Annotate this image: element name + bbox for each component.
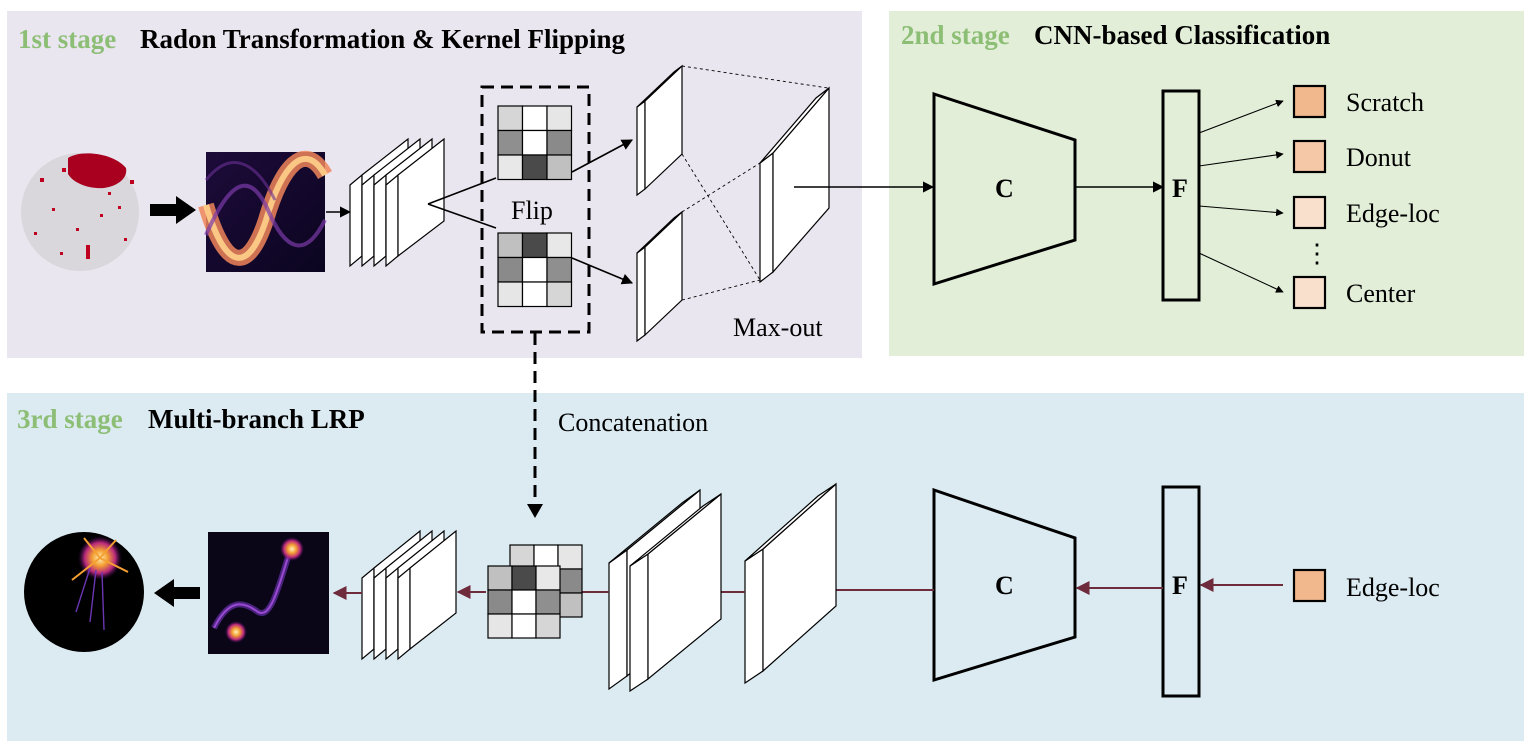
conv-block-label-stage3: C [995,571,1014,600]
conv-block-label: C [995,174,1014,203]
kernel-cell [546,105,573,132]
kernel-cell [497,129,524,156]
kernel-cell [546,232,573,259]
flip-label: Flip [511,196,553,225]
flip-dashed-box [480,85,591,334]
kernel-cell [533,544,559,570]
lrp-class-box [1292,568,1327,603]
lrp-feature-map-maxout [744,482,837,685]
kernel-cell [521,105,548,132]
kernel-cell [535,565,561,591]
relevance-wafer-map-icon [24,532,144,652]
fc-block-label: F [1172,174,1188,203]
kernel-cell [511,589,537,615]
kernel-concat-front-icon [487,565,561,639]
kernel-cell [546,256,573,283]
arrow-kernel-bottom [571,257,634,285]
kernel-cell [546,154,573,181]
kernel-cell [487,613,513,639]
kernel-cell [535,613,561,639]
lrp-class-label: Edge-loc [1346,573,1440,602]
kernel-cell [497,281,524,308]
kernel-cell [521,154,548,181]
class-box-scratch [1292,84,1327,119]
kernel-cell [557,592,583,618]
lrp-conv-stack [361,529,457,661]
kernel-cell [511,613,537,639]
concat-arrow-head [527,504,543,518]
kernel-cell [497,256,524,283]
branch-line-top [427,177,497,205]
kernel-cell [546,129,573,156]
feature-map-top [636,64,683,197]
kernel-grid-icon [497,105,573,181]
kernel-cell [487,565,513,591]
kernel-cell [521,256,548,283]
kernel-cell [521,129,548,156]
stage3-number: 3rd stage [17,404,123,434]
class-label-scratch: Scratch [1346,88,1424,117]
kernel-cell [546,281,573,308]
kernel-cell [521,232,548,259]
kernel-cell [497,154,524,181]
stage2-panel [889,11,1524,356]
stage2-number: 2nd stage [901,20,1010,50]
radon-sinogram-icon [198,150,332,272]
class-box-donut [1292,139,1327,174]
class-box-center [1292,275,1327,310]
class-box-edge-loc [1292,195,1327,230]
wafer-map-icon [21,153,139,271]
lrp-feature-map-pair [608,488,722,693]
kernel-cell [557,544,583,570]
conv-block-stage3 [932,487,1077,683]
maxout-label: Max-out [733,313,823,342]
stage2-title: CNN-based Classification [1034,20,1330,50]
kernel-cell [487,589,513,615]
kernel-cell [511,565,537,591]
kernel-cell [497,105,524,132]
conv-feature-stack [349,137,445,268]
concat-label: Concatenation [558,408,708,437]
class-label-center: Center [1346,279,1416,308]
kernel-flipped-grid-icon [497,232,573,308]
stage3-title: Multi-branch LRP [148,404,365,434]
kernel-cell [557,568,583,594]
fc-block-label-stage3: F [1172,571,1188,600]
maxout-dotted-lines [681,65,829,301]
fc-block-stage3 [1161,485,1201,698]
arrow-kernel-top [571,139,633,173]
maxout-feature-map [759,86,830,284]
kernel-cell [497,232,524,259]
output-arrow [154,579,200,607]
class-output-arrows [1198,99,1284,293]
class-label-edge-loc: Edge-loc [1346,199,1440,228]
relevance-sinogram-icon [208,532,329,654]
fc-block-stage2 [1161,89,1201,302]
branch-line-bottom [427,203,497,229]
stage1-number: 1st stage [18,24,116,54]
conv-block-stage2 [932,91,1077,287]
kernel-cell [521,281,548,308]
stage1-title: Radon Transformation & Kernel Flipping [140,24,626,54]
kernel-cell [535,589,561,615]
class-label-donut: Donut [1346,143,1412,172]
class-ellipsis: ⋮ [1304,239,1330,268]
input-arrow [150,196,196,224]
feature-map-bottom [636,210,683,343]
